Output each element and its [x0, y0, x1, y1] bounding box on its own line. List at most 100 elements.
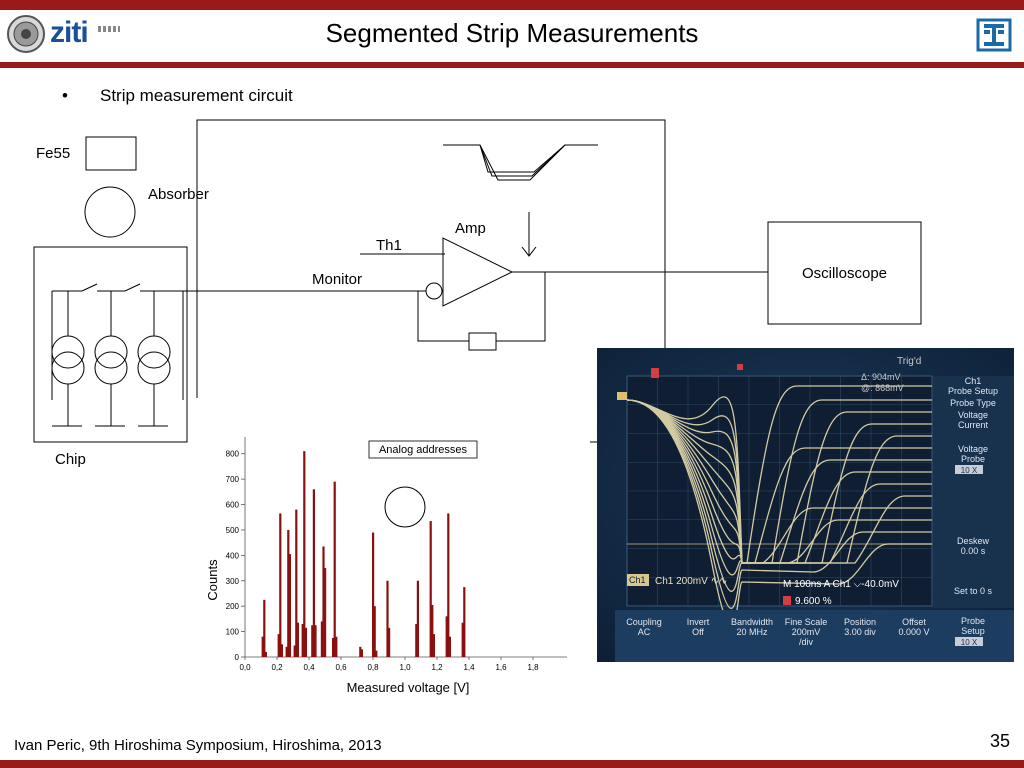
histogram-bar	[303, 451, 306, 657]
svg-text:Voltage: Voltage	[958, 410, 988, 420]
y-tick-label: 300	[226, 577, 240, 586]
histogram-bar	[332, 637, 335, 657]
y-tick-label: 0	[235, 653, 240, 662]
histogram-bar	[432, 634, 435, 657]
svg-text:Fine Scale: Fine Scale	[785, 617, 828, 627]
histogram-bar	[324, 568, 327, 657]
histogram-bar	[261, 636, 264, 657]
svg-text:10 X: 10 X	[961, 466, 978, 475]
histogram-bar	[415, 623, 418, 657]
svg-text:Setup: Setup	[961, 626, 985, 636]
analog-address-circle	[384, 486, 426, 528]
svg-text:10 X: 10 X	[961, 638, 978, 647]
histogram-bar	[314, 625, 317, 657]
logo-dots	[98, 26, 120, 32]
histogram-bar	[301, 623, 304, 657]
x-axis-label: Measured voltage [V]	[347, 680, 470, 695]
y-axis-label: Counts	[205, 559, 220, 601]
histogram-bar	[320, 621, 323, 657]
monitor-label: Monitor	[312, 271, 363, 288]
university-seal-logo	[7, 15, 45, 53]
svg-text:Trig'd: Trig'd	[897, 356, 921, 367]
histogram-bar	[312, 489, 315, 657]
histogram-bar	[416, 580, 419, 657]
x-tick-label: 1,0	[399, 663, 411, 672]
svg-text:200mV: 200mV	[792, 627, 821, 637]
oscilloscope-label: Oscilloscope	[801, 265, 888, 282]
absorber-circle	[84, 186, 136, 238]
histogram-bar	[263, 599, 266, 657]
svg-text:Invert: Invert	[687, 617, 710, 627]
chip-box	[33, 246, 188, 443]
page-title: Segmented Strip Measurements	[325, 18, 699, 48]
svg-text:M 100ns A Ch1 ⌵-40.0mV: M 100ns A Ch1 ⌵-40.0mV	[783, 579, 899, 590]
histogram-bar	[295, 509, 298, 657]
histogram-bar	[333, 481, 336, 657]
histogram-bar	[264, 651, 267, 657]
histogram-bar	[373, 606, 376, 657]
svg-text:Probe Type: Probe Type	[950, 398, 996, 408]
histogram-bar	[293, 645, 296, 657]
histogram-bar	[375, 650, 378, 657]
board-outline	[196, 119, 666, 398]
svg-text:Probe Setup: Probe Setup	[948, 386, 998, 396]
y-tick-label: 600	[226, 501, 240, 510]
svg-text:AC: AC	[638, 627, 651, 637]
svg-text:20 MHz: 20 MHz	[736, 627, 768, 637]
histogram-bar	[304, 627, 307, 657]
svg-text:/div: /div	[799, 637, 814, 647]
footer-text: Ivan Peric, 9th Hiroshima Symposium, Hir…	[14, 737, 382, 754]
svg-text:Set to 0 s: Set to 0 s	[954, 586, 993, 596]
fe55-source-box	[85, 136, 137, 171]
svg-text:Ch1: Ch1	[965, 376, 982, 386]
y-tick-label: 200	[226, 602, 240, 611]
svg-text:Coupling: Coupling	[626, 617, 662, 627]
x-tick-label: 1,6	[495, 663, 507, 672]
institute-logo-icon	[976, 18, 1012, 52]
th1-label: Th1	[376, 237, 402, 254]
chip-label: Chip	[55, 451, 86, 468]
svg-text:Position: Position	[844, 617, 876, 627]
x-tick-label: 0,8	[367, 663, 379, 672]
svg-text:Probe: Probe	[961, 616, 985, 626]
x-tick-label: 0,2	[271, 663, 283, 672]
x-tick-label: 0,6	[335, 663, 347, 672]
histogram-bar	[280, 644, 283, 657]
histogram-bar	[447, 513, 450, 657]
histogram-bar	[386, 580, 389, 657]
svg-text:Voltage: Voltage	[958, 444, 988, 454]
x-tick-label: 1,4	[463, 663, 475, 672]
svg-text:Ch1: Ch1	[629, 575, 646, 585]
histogram-bar	[431, 604, 434, 657]
histogram-bar	[461, 622, 464, 657]
histogram-bar	[287, 529, 290, 657]
ziti-logo: ziti	[50, 16, 89, 49]
histogram-bar	[388, 627, 391, 657]
svg-text:0.00 s: 0.00 s	[961, 546, 986, 556]
histogram-bar	[360, 649, 363, 657]
histogram-bar	[429, 521, 432, 657]
x-tick-label: 1,8	[527, 663, 539, 672]
histogram-bar	[279, 513, 282, 657]
y-tick-label: 700	[226, 475, 240, 484]
svg-text:Off: Off	[692, 627, 704, 637]
histogram-bar	[288, 554, 291, 657]
svg-text:Deskew: Deskew	[957, 536, 990, 546]
bottom-bar	[0, 760, 1024, 768]
histogram-bar	[285, 646, 288, 657]
oscilloscope-screen-photo: Trig'd Δ: 904mV @: 868mV Ch1 Ch1 200mV ∿…	[597, 348, 1014, 662]
svg-text:Probe: Probe	[961, 454, 985, 464]
histogram-bar	[463, 587, 466, 657]
bullet-text: Strip measurement circuit	[100, 86, 293, 105]
histogram-bar	[448, 636, 451, 657]
y-tick-label: 400	[226, 551, 240, 560]
svg-text:Current: Current	[958, 420, 989, 430]
header-rule	[0, 62, 1024, 68]
top-bar	[0, 0, 1024, 10]
y-tick-label: 100	[226, 628, 240, 637]
fe55-label: Fe55	[36, 145, 71, 162]
oscilloscope-box	[767, 221, 922, 325]
histogram-bar	[445, 616, 448, 657]
histogram-bar	[311, 625, 314, 657]
